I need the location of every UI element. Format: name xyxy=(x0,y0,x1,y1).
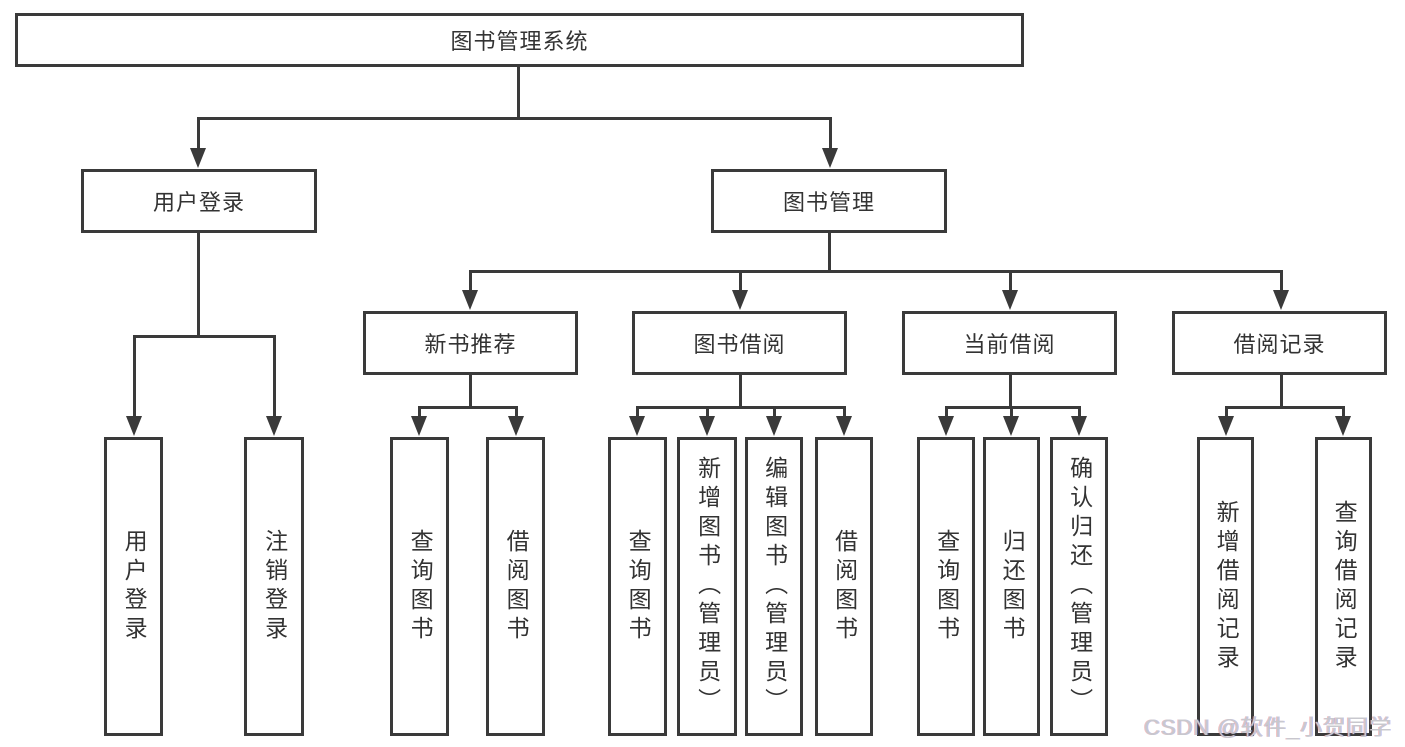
node-label: 图书管理 xyxy=(782,190,875,215)
node-book-mgmt: 图书管理 xyxy=(711,169,947,233)
node-leaf-query-book-3: 查询图书 xyxy=(917,437,975,736)
node-label: 新增借阅记录 xyxy=(1213,499,1240,674)
node-label: 图书管理系统 xyxy=(450,29,589,54)
arrow-down-icon xyxy=(508,416,524,436)
node-leaf-logout: 注销登录 xyxy=(244,437,304,736)
connector-segment xyxy=(133,335,136,418)
arrow-down-icon xyxy=(1218,416,1234,436)
node-leaf-confirm-return: 确认归还（管理员） xyxy=(1050,437,1108,736)
connector-segment xyxy=(773,406,776,418)
connector-segment xyxy=(1010,406,1013,418)
arrow-down-icon xyxy=(938,416,954,436)
connector-segment xyxy=(197,231,200,337)
node-label: 借阅图书 xyxy=(831,528,858,645)
node-label: 查询图书 xyxy=(625,528,652,645)
node-label: 查询图书 xyxy=(407,528,434,645)
connector-segment xyxy=(843,406,846,418)
connector-segment xyxy=(1225,406,1345,409)
connector-segment xyxy=(706,406,709,418)
connector-segment xyxy=(1280,373,1283,408)
connector-segment xyxy=(517,65,520,119)
arrow-down-icon xyxy=(766,416,782,436)
node-label: 归还图书 xyxy=(999,528,1026,645)
node-label: 借阅记录 xyxy=(1233,332,1326,357)
node-label: 编辑图书（管理员） xyxy=(761,456,788,717)
arrow-down-icon xyxy=(732,290,748,310)
connector-segment xyxy=(945,406,948,418)
connector-segment xyxy=(469,373,472,408)
arrow-down-icon xyxy=(629,416,645,436)
node-leaf-add-record: 新增借阅记录 xyxy=(1197,437,1254,736)
connector-segment xyxy=(418,406,421,418)
node-label: 新增图书（管理员） xyxy=(694,456,721,717)
node-leaf-return-book: 归还图书 xyxy=(983,437,1040,736)
node-book-borrow: 图书借阅 xyxy=(632,311,847,375)
node-leaf-query-book-2: 查询图书 xyxy=(608,437,667,736)
connector-segment xyxy=(273,335,276,418)
node-label: 借阅图书 xyxy=(503,528,530,645)
node-leaf-user-login: 用户登录 xyxy=(104,437,163,736)
connector-segment xyxy=(1009,270,1012,292)
node-label: 用户登录 xyxy=(152,190,245,215)
node-label: 当前借阅 xyxy=(963,332,1056,357)
node-new-book-rec: 新书推荐 xyxy=(363,311,578,375)
arrow-down-icon xyxy=(836,416,852,436)
arrow-down-icon xyxy=(411,416,427,436)
node-label: 注销登录 xyxy=(261,528,288,645)
arrow-down-icon xyxy=(1071,416,1087,436)
arrow-down-icon xyxy=(1002,290,1018,310)
node-user-login: 用户登录 xyxy=(81,169,317,233)
node-borrow-records: 借阅记录 xyxy=(1172,311,1387,375)
watermark: CSDN @软件_小贺同学 xyxy=(1143,715,1392,740)
connector-segment xyxy=(197,117,200,150)
node-label: 新书推荐 xyxy=(424,332,517,357)
node-leaf-borrow-book-1: 借阅图书 xyxy=(486,437,545,736)
connector-segment xyxy=(739,270,742,292)
node-leaf-edit-book: 编辑图书（管理员） xyxy=(745,437,803,736)
connector-segment xyxy=(828,231,831,272)
node-leaf-query-record: 查询借阅记录 xyxy=(1315,437,1372,736)
connector-segment xyxy=(739,373,742,408)
node-leaf-borrow-book-2: 借阅图书 xyxy=(815,437,873,736)
connector-segment xyxy=(945,406,1081,409)
node-label: 查询借阅记录 xyxy=(1331,499,1358,674)
arrow-down-icon xyxy=(126,416,142,436)
node-leaf-add-book: 新增图书（管理员） xyxy=(677,437,737,736)
node-root: 图书管理系统 xyxy=(15,13,1024,67)
node-label: 图书借阅 xyxy=(693,332,786,357)
connector-segment xyxy=(469,270,472,292)
node-label: 确认归还（管理员） xyxy=(1066,456,1093,717)
connector-segment xyxy=(469,270,1283,273)
connector-segment xyxy=(636,406,639,418)
node-current-borrow: 当前借阅 xyxy=(902,311,1117,375)
arrow-down-icon xyxy=(699,416,715,436)
arrow-down-icon xyxy=(462,290,478,310)
connector-segment xyxy=(1009,373,1012,408)
connector-segment xyxy=(1280,270,1283,292)
connector-segment xyxy=(1225,406,1228,418)
arrow-down-icon xyxy=(1335,416,1351,436)
connector-segment xyxy=(1342,406,1345,418)
arrow-down-icon xyxy=(1003,416,1019,436)
node-label: 用户登录 xyxy=(121,528,148,645)
connector-segment xyxy=(418,406,518,409)
connector-segment xyxy=(133,335,276,338)
arrow-down-icon xyxy=(266,416,282,436)
arrow-down-icon xyxy=(1273,290,1289,310)
connector-segment xyxy=(829,117,832,150)
connector-segment xyxy=(515,406,518,418)
connector-segment xyxy=(1078,406,1081,418)
node-leaf-query-book-1: 查询图书 xyxy=(390,437,449,736)
node-label: 查询图书 xyxy=(933,528,960,645)
arrow-down-icon xyxy=(190,148,206,168)
arrow-down-icon xyxy=(822,148,838,168)
connector-segment xyxy=(197,117,832,120)
connector-segment xyxy=(636,406,846,409)
